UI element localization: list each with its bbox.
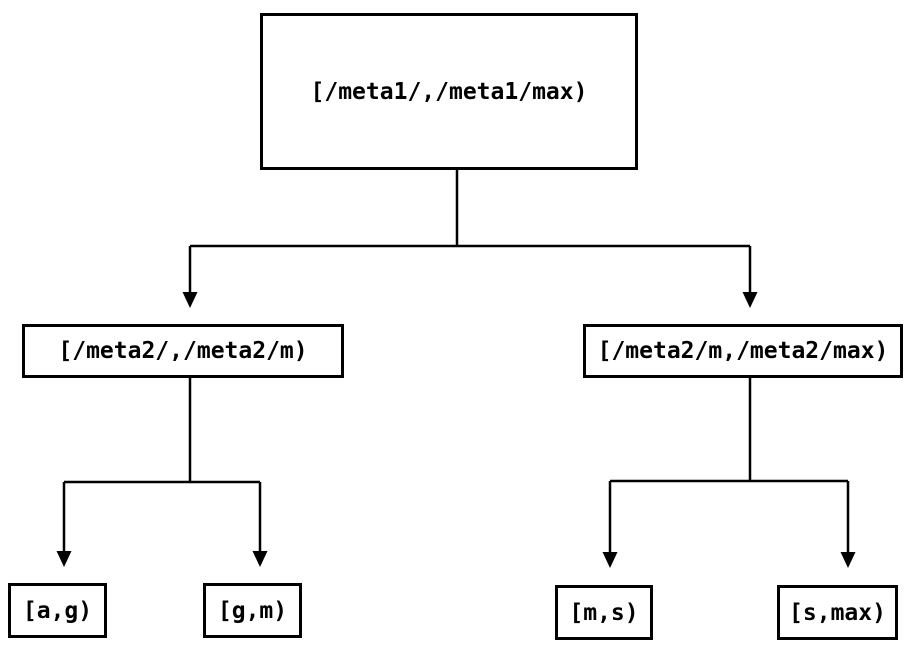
- edge-meta2-left-children: [56, 378, 268, 567]
- tree-node-leaf-ag: [a,g): [8, 583, 107, 638]
- arrowhead-leaf-ag: [56, 551, 72, 567]
- tree-node-leaf-ag-label: [a,g): [22, 597, 93, 624]
- tree-node-leaf-smax-label: [s,max): [789, 599, 886, 626]
- tree-node-leaf-ms: [m,s): [555, 585, 653, 640]
- tree-node-leaf-ms-label: [m,s): [569, 599, 639, 626]
- tree-node-root-label: [/meta1/,/meta1/max): [310, 78, 588, 105]
- tree-node-meta2-left: [/meta2/,/meta2/m): [22, 324, 344, 378]
- tree-node-meta2-right: [/meta2/m,/meta2/max): [583, 324, 903, 378]
- edge-meta2-right-children: [602, 378, 856, 568]
- tree-node-meta2-left-label: [/meta2/,/meta2/m): [58, 338, 308, 364]
- arrowhead-meta2-left: [182, 292, 198, 308]
- tree-node-leaf-gm: [g,m): [203, 583, 302, 638]
- edge-root-children: [182, 170, 758, 308]
- arrowhead-meta2-right: [742, 292, 758, 308]
- arrowhead-leaf-gm: [252, 551, 268, 567]
- tree-node-leaf-gm-label: [g,m): [217, 597, 288, 624]
- arrowhead-leaf-smax: [840, 552, 856, 568]
- tree-node-meta2-right-label: [/meta2/m,/meta2/max): [597, 338, 889, 364]
- tree-node-leaf-smax: [s,max): [777, 585, 898, 640]
- tree-node-root: [/meta1/,/meta1/max): [260, 13, 638, 170]
- arrowhead-leaf-ms: [602, 552, 618, 568]
